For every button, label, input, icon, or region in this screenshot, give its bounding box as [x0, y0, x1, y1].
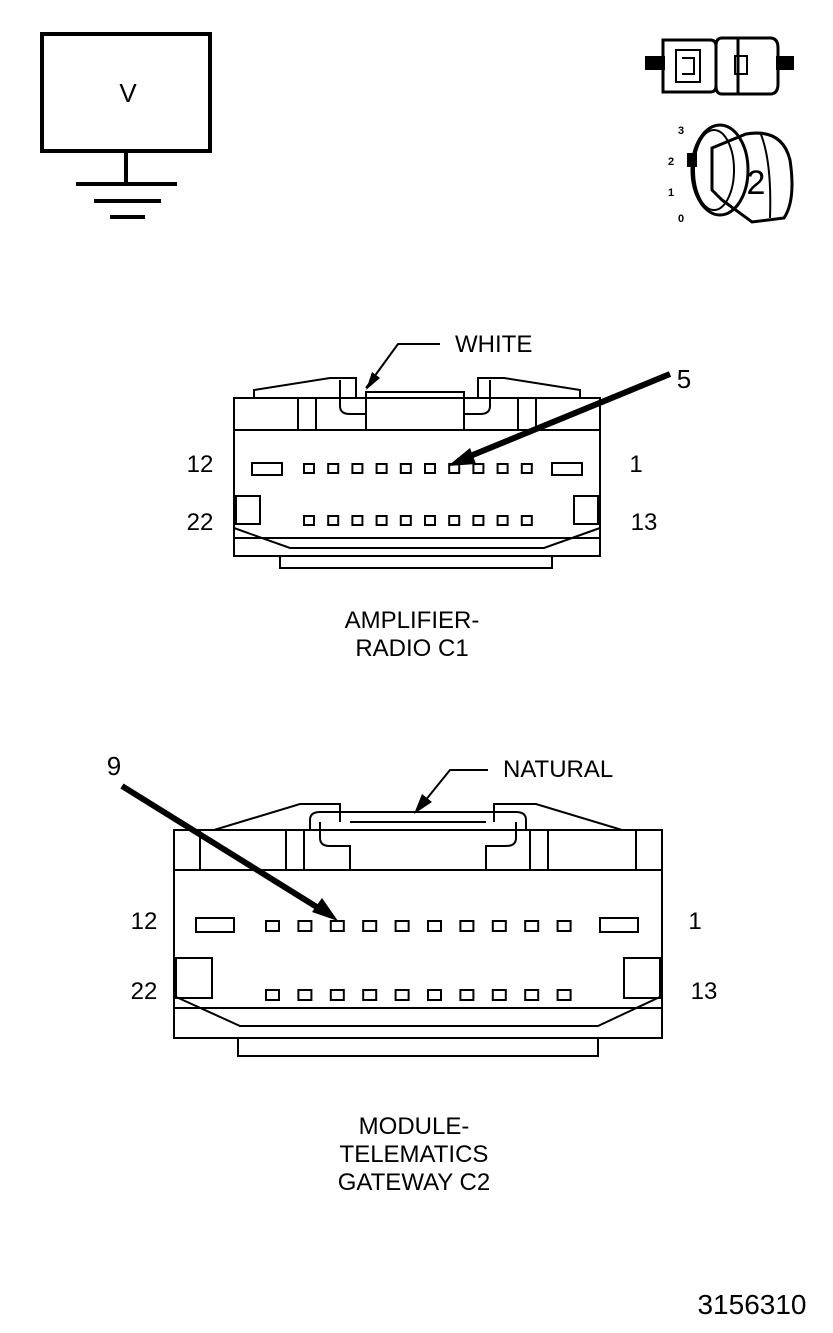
c2-top-pin-cavity: [427, 920, 442, 932]
connector-disconnect-icon: [645, 36, 794, 96]
c2-name-line-2: TELEMATICS: [340, 1141, 489, 1168]
c1-top-pin-cavity: [303, 463, 315, 474]
c2-top-pin-cavity: [265, 920, 280, 932]
c2-callout-pin: 9: [107, 751, 121, 781]
c2-bottom-pin-cavity: [524, 989, 540, 1001]
c2-top-pin-cavity: [556, 920, 572, 932]
c1-bottom-pin-cavity: [351, 515, 364, 526]
c1-color-label: WHITE: [455, 331, 532, 358]
c1-bottom-pin-cavity: [375, 515, 388, 526]
c2-bottom-pin-cavity: [394, 989, 410, 1001]
c1-callout-pin: 5: [677, 364, 691, 394]
c2-top-pin-cavity: [524, 920, 540, 932]
c1-bottom-pin-cavity: [399, 515, 412, 526]
ignition-key-position: 2: [747, 164, 766, 202]
ignition-switch-icon: 3 2 1 0 2: [668, 123, 794, 225]
c2-pin-label-12: 12: [131, 908, 158, 935]
c2-bottom-pin-cavity: [329, 989, 345, 1001]
c2-top-pin-cavity: [297, 920, 313, 932]
voltmeter-label: V: [119, 78, 137, 108]
c1-bottom-pin-cavity: [520, 515, 533, 526]
c2-pin-label-13: 13: [691, 978, 718, 1005]
c1-name-line-2: RADIO C1: [355, 635, 468, 662]
c1-pin-label-13: 13: [631, 509, 658, 536]
c1-top-pin-cavity: [351, 463, 364, 474]
c2-top-pin-cavity: [394, 920, 410, 932]
ignition-position-1: 1: [668, 187, 674, 199]
c1-bottom-pin-cavity: [448, 515, 461, 526]
c2-name-line-3: GATEWAY C2: [338, 1169, 490, 1196]
connector-c2: 12 1 22 13 NATURAL 9 MODULE- TELEMATICS …: [107, 751, 718, 1196]
c1-pin-label-22: 22: [187, 509, 214, 536]
figure-number: 3156310: [697, 1289, 806, 1320]
c2-color-label: NATURAL: [503, 756, 613, 783]
c1-bottom-pin-cavity: [424, 515, 436, 526]
c2-bottom-pin-cavity: [427, 989, 442, 1001]
c1-name-line-1: AMPLIFIER-: [345, 607, 480, 634]
c1-top-pin-cavity: [472, 463, 485, 474]
c1-bottom-pin-cavity: [327, 515, 340, 526]
c1-top-pin-cavity: [399, 463, 412, 474]
c1-pin-cavities: [303, 463, 533, 526]
c2-top-pin-cavity: [491, 920, 507, 932]
c1-top-pin-cavity: [424, 463, 436, 474]
ignition-position-3: 3: [678, 125, 684, 137]
c1-top-pin-cavity: [496, 463, 509, 474]
c2-bottom-pin-cavity: [265, 989, 280, 1001]
voltmeter-symbol: V: [40, 32, 212, 219]
ground-icon: [76, 182, 177, 219]
c2-pin-label-22: 22: [131, 978, 158, 1005]
c1-pin-label-12: 12: [187, 451, 214, 478]
c2-top-pin-cavity: [459, 920, 475, 932]
ignition-position-2: 2: [668, 156, 674, 168]
c2-bottom-pin-cavity: [297, 989, 313, 1001]
c2-top-pin-cavity: [329, 920, 345, 932]
c1-top-pin-cavity: [327, 463, 340, 474]
ignition-position-0: 0: [678, 213, 684, 225]
c1-bottom-pin-cavity: [496, 515, 509, 526]
c2-bottom-pin-cavity: [491, 989, 507, 1001]
c1-top-pin-cavity: [520, 463, 533, 474]
c2-bottom-pin-cavity: [556, 989, 572, 1001]
c2-pin-label-1: 1: [688, 908, 701, 935]
c2-pin-cavities: [265, 920, 572, 1001]
c1-bottom-pin-cavity: [303, 515, 315, 526]
connector-c1: 12 1 22 13 WHITE 5 AMPLIFIER- RADIO C1: [187, 331, 692, 662]
c1-bottom-pin-cavity: [472, 515, 485, 526]
c2-name-line-1: MODULE-: [359, 1113, 470, 1140]
c2-bottom-pin-cavity: [362, 989, 378, 1001]
c1-top-pin-cavity: [375, 463, 388, 474]
c2-top-pin-cavity: [362, 920, 378, 932]
c2-bottom-pin-cavity: [459, 989, 475, 1001]
c1-pin-label-1: 1: [629, 451, 642, 478]
